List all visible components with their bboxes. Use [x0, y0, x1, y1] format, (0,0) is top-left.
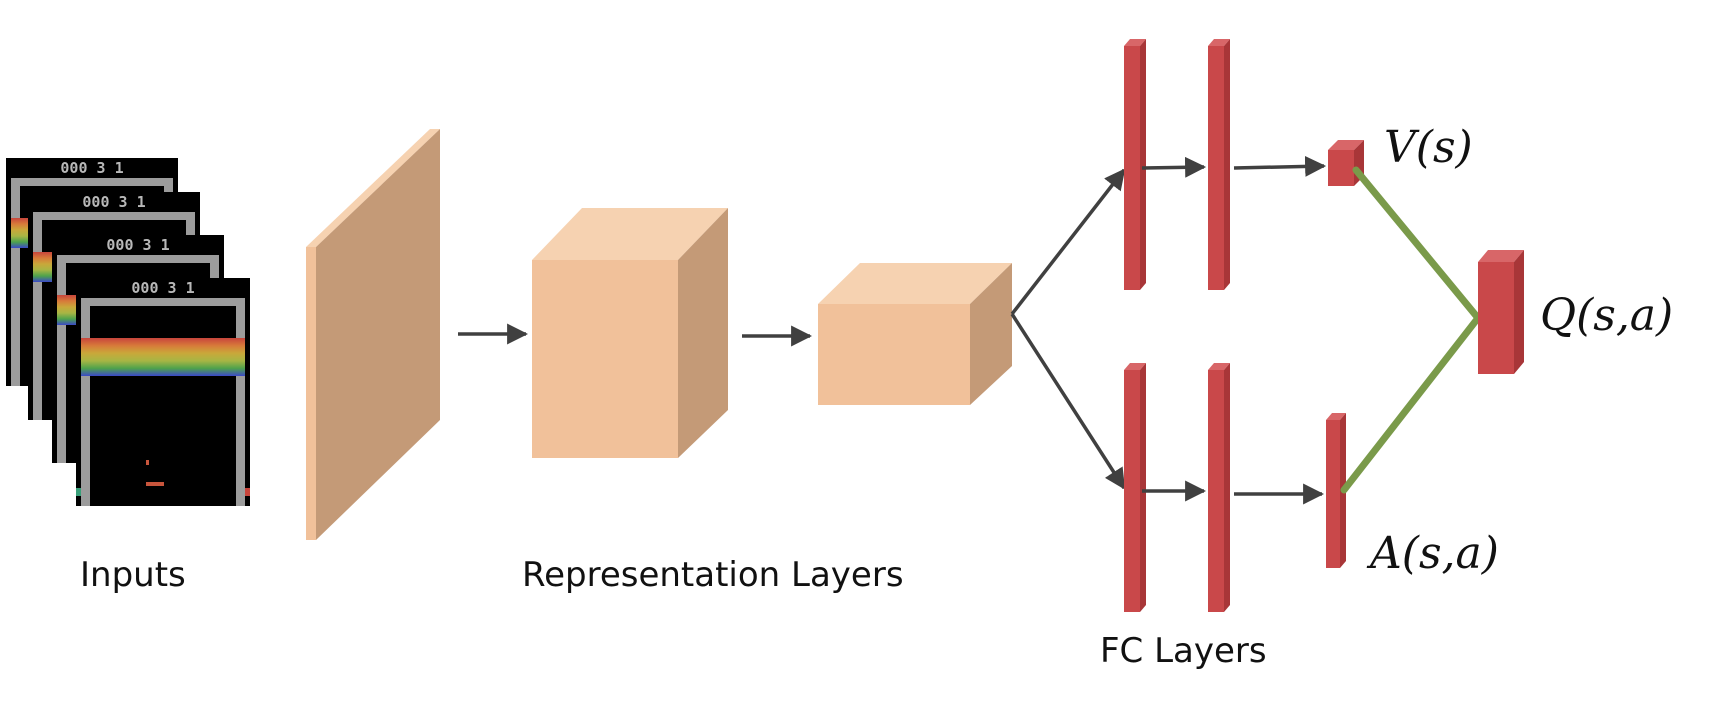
- arrow-to-value-stream: [1010, 168, 1126, 316]
- representation-layer-2: [532, 208, 728, 458]
- representation-layer-1: [306, 129, 440, 540]
- representation-layers-label: Representation Layers: [522, 555, 904, 595]
- fc-layers-label: FC Layers: [1100, 631, 1267, 671]
- frame-score: 000 3 1: [106, 236, 169, 254]
- q-value-label: Q(s,a): [1540, 290, 1673, 341]
- q-output-node: [1478, 250, 1524, 374]
- input-frames-stack: 000 3 1 000 3 1 000 3 1 000 3 1: [6, 158, 250, 506]
- arrow-value-fc1-fc2: [1141, 156, 1207, 178]
- fc-layer-value-1: [1124, 39, 1146, 290]
- value-label: V(s): [1384, 122, 1473, 173]
- fc-layer-advantage-2: [1208, 363, 1230, 612]
- value-output-node: [1328, 140, 1364, 186]
- frame-score: 000 3 1: [82, 193, 145, 211]
- frame-score: 000 3 1: [131, 279, 194, 297]
- inputs-label: Inputs: [80, 555, 186, 595]
- breakout-game-frame-icon: 000 3 1: [76, 278, 250, 506]
- representation-layer-3: [818, 263, 1012, 405]
- arrow-to-advantage-stream: [1010, 313, 1126, 490]
- paddle-icon: [146, 482, 164, 486]
- arrow-value-fc2-output: [1233, 155, 1327, 177]
- fc-layer-value-2: [1208, 39, 1230, 290]
- advantage-label: A(s,a): [1366, 528, 1499, 579]
- ball-icon: [146, 460, 149, 465]
- combine-line-value: [1352, 166, 1482, 322]
- fc-layer-advantage-1: [1124, 363, 1146, 612]
- frame-score: 000 3 1: [60, 159, 123, 177]
- combine-line-advantage: [1340, 314, 1482, 494]
